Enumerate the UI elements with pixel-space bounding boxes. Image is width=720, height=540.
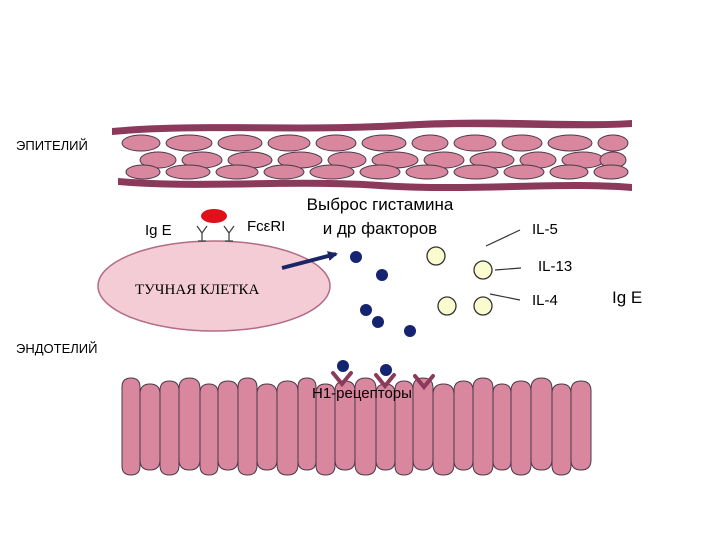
epithelial-cell [263,164,305,180]
endothelial-cell [551,383,572,476]
h1-receptors-label: H1-рецепторы [312,385,412,402]
release-label-line2: и др факторов [322,219,438,238]
histamine-granule [404,325,416,337]
epithelial-cell [309,164,355,180]
endothelial-cell [276,380,299,476]
mast-cell-label: ТУЧНАЯ КЛЕТКА [135,282,260,298]
ige-label-right: Ig E [612,288,643,307]
endothelial-cell [237,377,258,476]
cytokine-circle [473,296,493,316]
histamine-granule [372,316,384,328]
epithelial-cell [593,164,629,180]
endothelial-cell [394,380,414,476]
endothelial-cell [453,380,474,471]
endothelial-cell [121,377,141,476]
histamine-granule [337,360,349,372]
release-arrow [281,251,338,270]
endothelium-label: ЭНДОТЕЛИЙ [16,341,98,356]
epithelium-label: ЭПИТЕЛИЙ [16,138,88,153]
il5-label: IL-5 [532,221,558,238]
endothelial-cell [199,383,219,476]
h1-receptor [331,371,353,388]
epithelium-cells [121,134,629,180]
epithelium-top-membrane [112,119,632,135]
epithelial-cell [315,134,357,152]
histamine-granule [350,251,362,263]
release-label-line1: Выброс гистамина [306,195,454,214]
endothelium-cells [121,377,592,476]
epithelial-cell [453,164,499,180]
epithelium-layer [112,119,632,191]
cytokines [426,246,493,316]
il4-label: IL-4 [532,292,558,309]
epithelium-bottom-membrane [118,178,632,191]
h1-receptor [374,373,396,390]
h1-receptor [413,374,435,391]
endothelial-cell [217,380,239,471]
epithelial-cell [359,164,401,180]
receptor-label: FcεRI [247,218,286,235]
epithelial-cell [125,164,161,180]
endothelial-cell [412,377,434,471]
epithelial-cell [217,134,263,152]
endothelial-cell [159,380,180,476]
mast-cell [97,240,331,332]
endothelial-cell [570,380,592,471]
epithelial-cell [267,134,311,152]
h1-receptors [331,371,435,391]
ige-blob [201,209,227,223]
epithelial-cell [361,134,407,152]
endothelial-cell [510,380,532,476]
ige-label-left: Ig E [145,222,172,239]
ige-receptor-complex [196,209,235,242]
epithelial-cell [411,134,449,152]
histamine-granule [360,304,372,316]
endothelial-cell [530,377,553,471]
histamine-granule [380,364,392,376]
il13-label: IL-13 [538,258,573,275]
histamine-granule [376,269,388,281]
endothelial-cell [178,377,201,471]
epithelial-cell [405,164,449,180]
endothelial-cell [492,383,512,471]
histamine-granules [337,251,416,376]
epithelial-cell [165,134,213,152]
cytokine-circle [426,246,446,266]
cytokine-circle [473,260,493,280]
epithelial-cell [501,134,543,152]
endothelial-cell [432,383,455,476]
cytokine-arrows [485,229,522,301]
epithelial-cell [165,164,211,180]
endothelial-cell [256,383,278,471]
endothelial-cell [472,377,494,476]
epithelial-cell [549,164,589,180]
endothelial-cell [139,383,161,471]
epithelial-cell [547,134,593,152]
epithelial-cell [597,134,629,152]
epithelial-cell [453,134,497,152]
epithelial-cell [121,134,161,152]
cytokine-circle [437,296,457,316]
endothelial-cell [354,377,377,476]
epithelial-cell [139,151,177,169]
fc-receptor [196,225,235,242]
epithelial-cell [215,164,259,180]
endothelial-cell [315,383,336,476]
epithelial-cell [503,164,545,180]
